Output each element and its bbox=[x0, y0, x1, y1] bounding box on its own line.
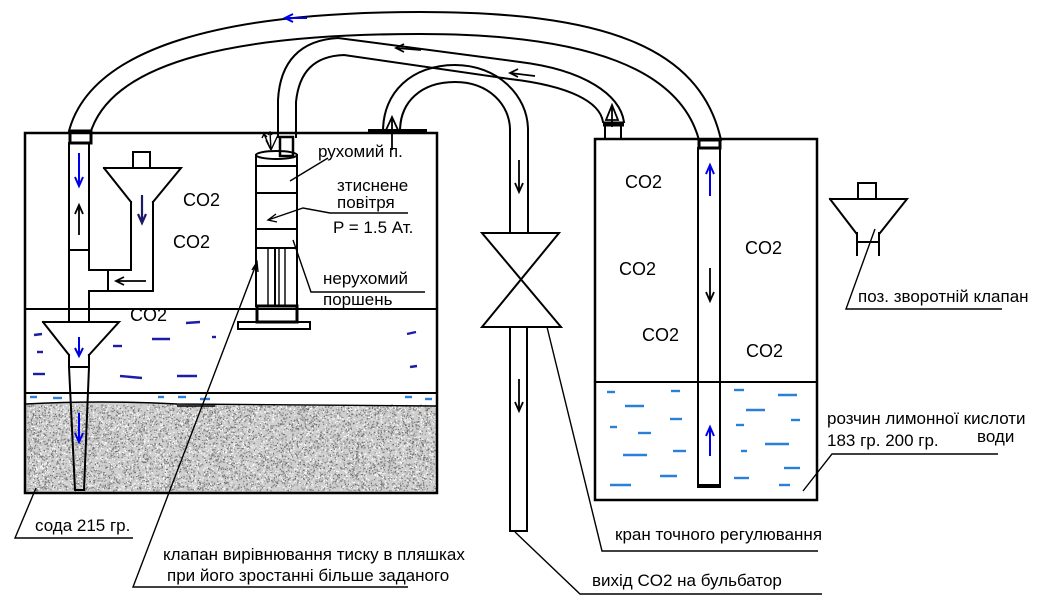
arrow-left-icon bbox=[507, 68, 536, 78]
upper-funnel bbox=[88, 151, 184, 292]
arrow-up-icon bbox=[74, 202, 84, 235]
co2-label: CO2 bbox=[625, 172, 662, 192]
arrow-down-icon bbox=[136, 195, 148, 226]
check-valve-label: поз. зворотній клапан bbox=[858, 287, 1029, 306]
fixed-piston-label-line1: нерухомий bbox=[323, 269, 408, 288]
solution-label-line1: розчин лимонної кислоти bbox=[827, 409, 1026, 428]
pressure-valve-label-line2: при його зростанні більше заданого bbox=[167, 566, 449, 585]
arrow-down-icon bbox=[74, 413, 84, 445]
arrow-up-icon bbox=[705, 162, 715, 196]
liquid-funnel bbox=[41, 320, 122, 491]
outlet-u-tube bbox=[368, 63, 529, 234]
co2-label: CO2 bbox=[173, 232, 210, 252]
pressure-label: P = 1.5 Ат. bbox=[333, 218, 413, 237]
funnel-cap bbox=[132, 151, 151, 169]
soda-leader bbox=[13, 487, 133, 539]
right-tube-coupling bbox=[697, 138, 722, 150]
right-bottle-outline bbox=[593, 137, 819, 502]
piston-assembly bbox=[237, 130, 311, 330]
arrow-down-icon bbox=[74, 153, 84, 189]
soda-sediment bbox=[25, 401, 437, 492]
moving-piston-leader bbox=[289, 157, 329, 182]
left-water-dashes bbox=[30, 320, 432, 401]
piston-base-plate bbox=[237, 321, 311, 330]
pressure-valve-leader bbox=[131, 259, 408, 588]
fine-valve-label: кран точного регулювання bbox=[615, 525, 822, 544]
solution-label-water: води bbox=[977, 427, 1014, 446]
co2-label: CO2 bbox=[745, 238, 782, 258]
solution-label-line2: 183 гр. 200 гр. bbox=[827, 431, 939, 450]
check-valve: поз. зворотній клапан bbox=[828, 182, 1029, 310]
co2-label: CO2 bbox=[619, 259, 656, 279]
co2-outlet-label: вихід CO2 на бульбатор bbox=[592, 571, 782, 590]
piston-top-cap bbox=[255, 150, 298, 160]
compressed-air-label-line1: зтиснене bbox=[337, 176, 408, 195]
arrow-up-icon bbox=[705, 424, 715, 456]
gas-release-icon bbox=[261, 130, 279, 151]
top-return-tube bbox=[67, 10, 723, 142]
right-water-dashes bbox=[607, 388, 800, 487]
left-bottle-outline bbox=[23, 131, 439, 495]
compressed-air-label-line2: повітря bbox=[337, 193, 395, 212]
piston-top-nozzle bbox=[278, 135, 295, 158]
arrow-left-icon bbox=[393, 43, 422, 53]
right-bottle: CO2 CO2 CO2 CO2 CO2 розчин лимонної кисл… bbox=[593, 137, 1026, 502]
moving-piston-label: рухомий п. bbox=[318, 142, 403, 161]
co2-label: CO2 bbox=[746, 341, 783, 361]
pressure-valve-label-line1: клапан вирівнювання тиску в пляшках bbox=[163, 545, 465, 564]
fine-regulation-valve bbox=[479, 232, 564, 532]
arrow-down-icon bbox=[514, 160, 524, 195]
fine-valve-leader bbox=[546, 326, 818, 552]
tube-coupling bbox=[68, 129, 93, 145]
co2-label: CO2 bbox=[130, 305, 167, 325]
arrow-down-icon bbox=[514, 379, 524, 414]
check-valve-cap bbox=[857, 182, 877, 200]
sediment-grain-mid bbox=[27, 404, 437, 492]
check-valve-leader bbox=[845, 228, 1002, 310]
co2-outlet-leader bbox=[514, 531, 822, 595]
flow-arrows bbox=[74, 13, 715, 456]
arrow-up-icon bbox=[604, 102, 620, 127]
fixed-piston-label-line2: поршень bbox=[323, 290, 393, 309]
arrow-down-icon bbox=[74, 337, 84, 359]
sediment-surface-line bbox=[25, 401, 437, 407]
fixed-piston-leader bbox=[292, 239, 425, 293]
arrow-left-icon bbox=[113, 276, 146, 286]
solution-leader bbox=[802, 453, 998, 492]
sediment-grain-light bbox=[27, 404, 436, 492]
co2-label: CO2 bbox=[183, 190, 220, 210]
arrow-down-icon bbox=[705, 268, 715, 304]
left-bottle: CO2 CO2 CO2 рухомий п. зтиснене повітря … bbox=[23, 129, 439, 495]
left-return-tube bbox=[68, 129, 93, 323]
soda-label: сода 215 гр. bbox=[35, 516, 130, 535]
arrow-up-icon bbox=[385, 114, 399, 150]
co2-label: CO2 bbox=[642, 325, 679, 345]
arrow-left-icon bbox=[282, 13, 307, 23]
bottom-labels: сода 215 гр. клапан вирівнювання тиску в… bbox=[13, 259, 822, 595]
co2-outlet-tube bbox=[509, 326, 528, 532]
middle-tube bbox=[277, 36, 626, 140]
compressed-air-leader-arrow bbox=[266, 207, 408, 223]
